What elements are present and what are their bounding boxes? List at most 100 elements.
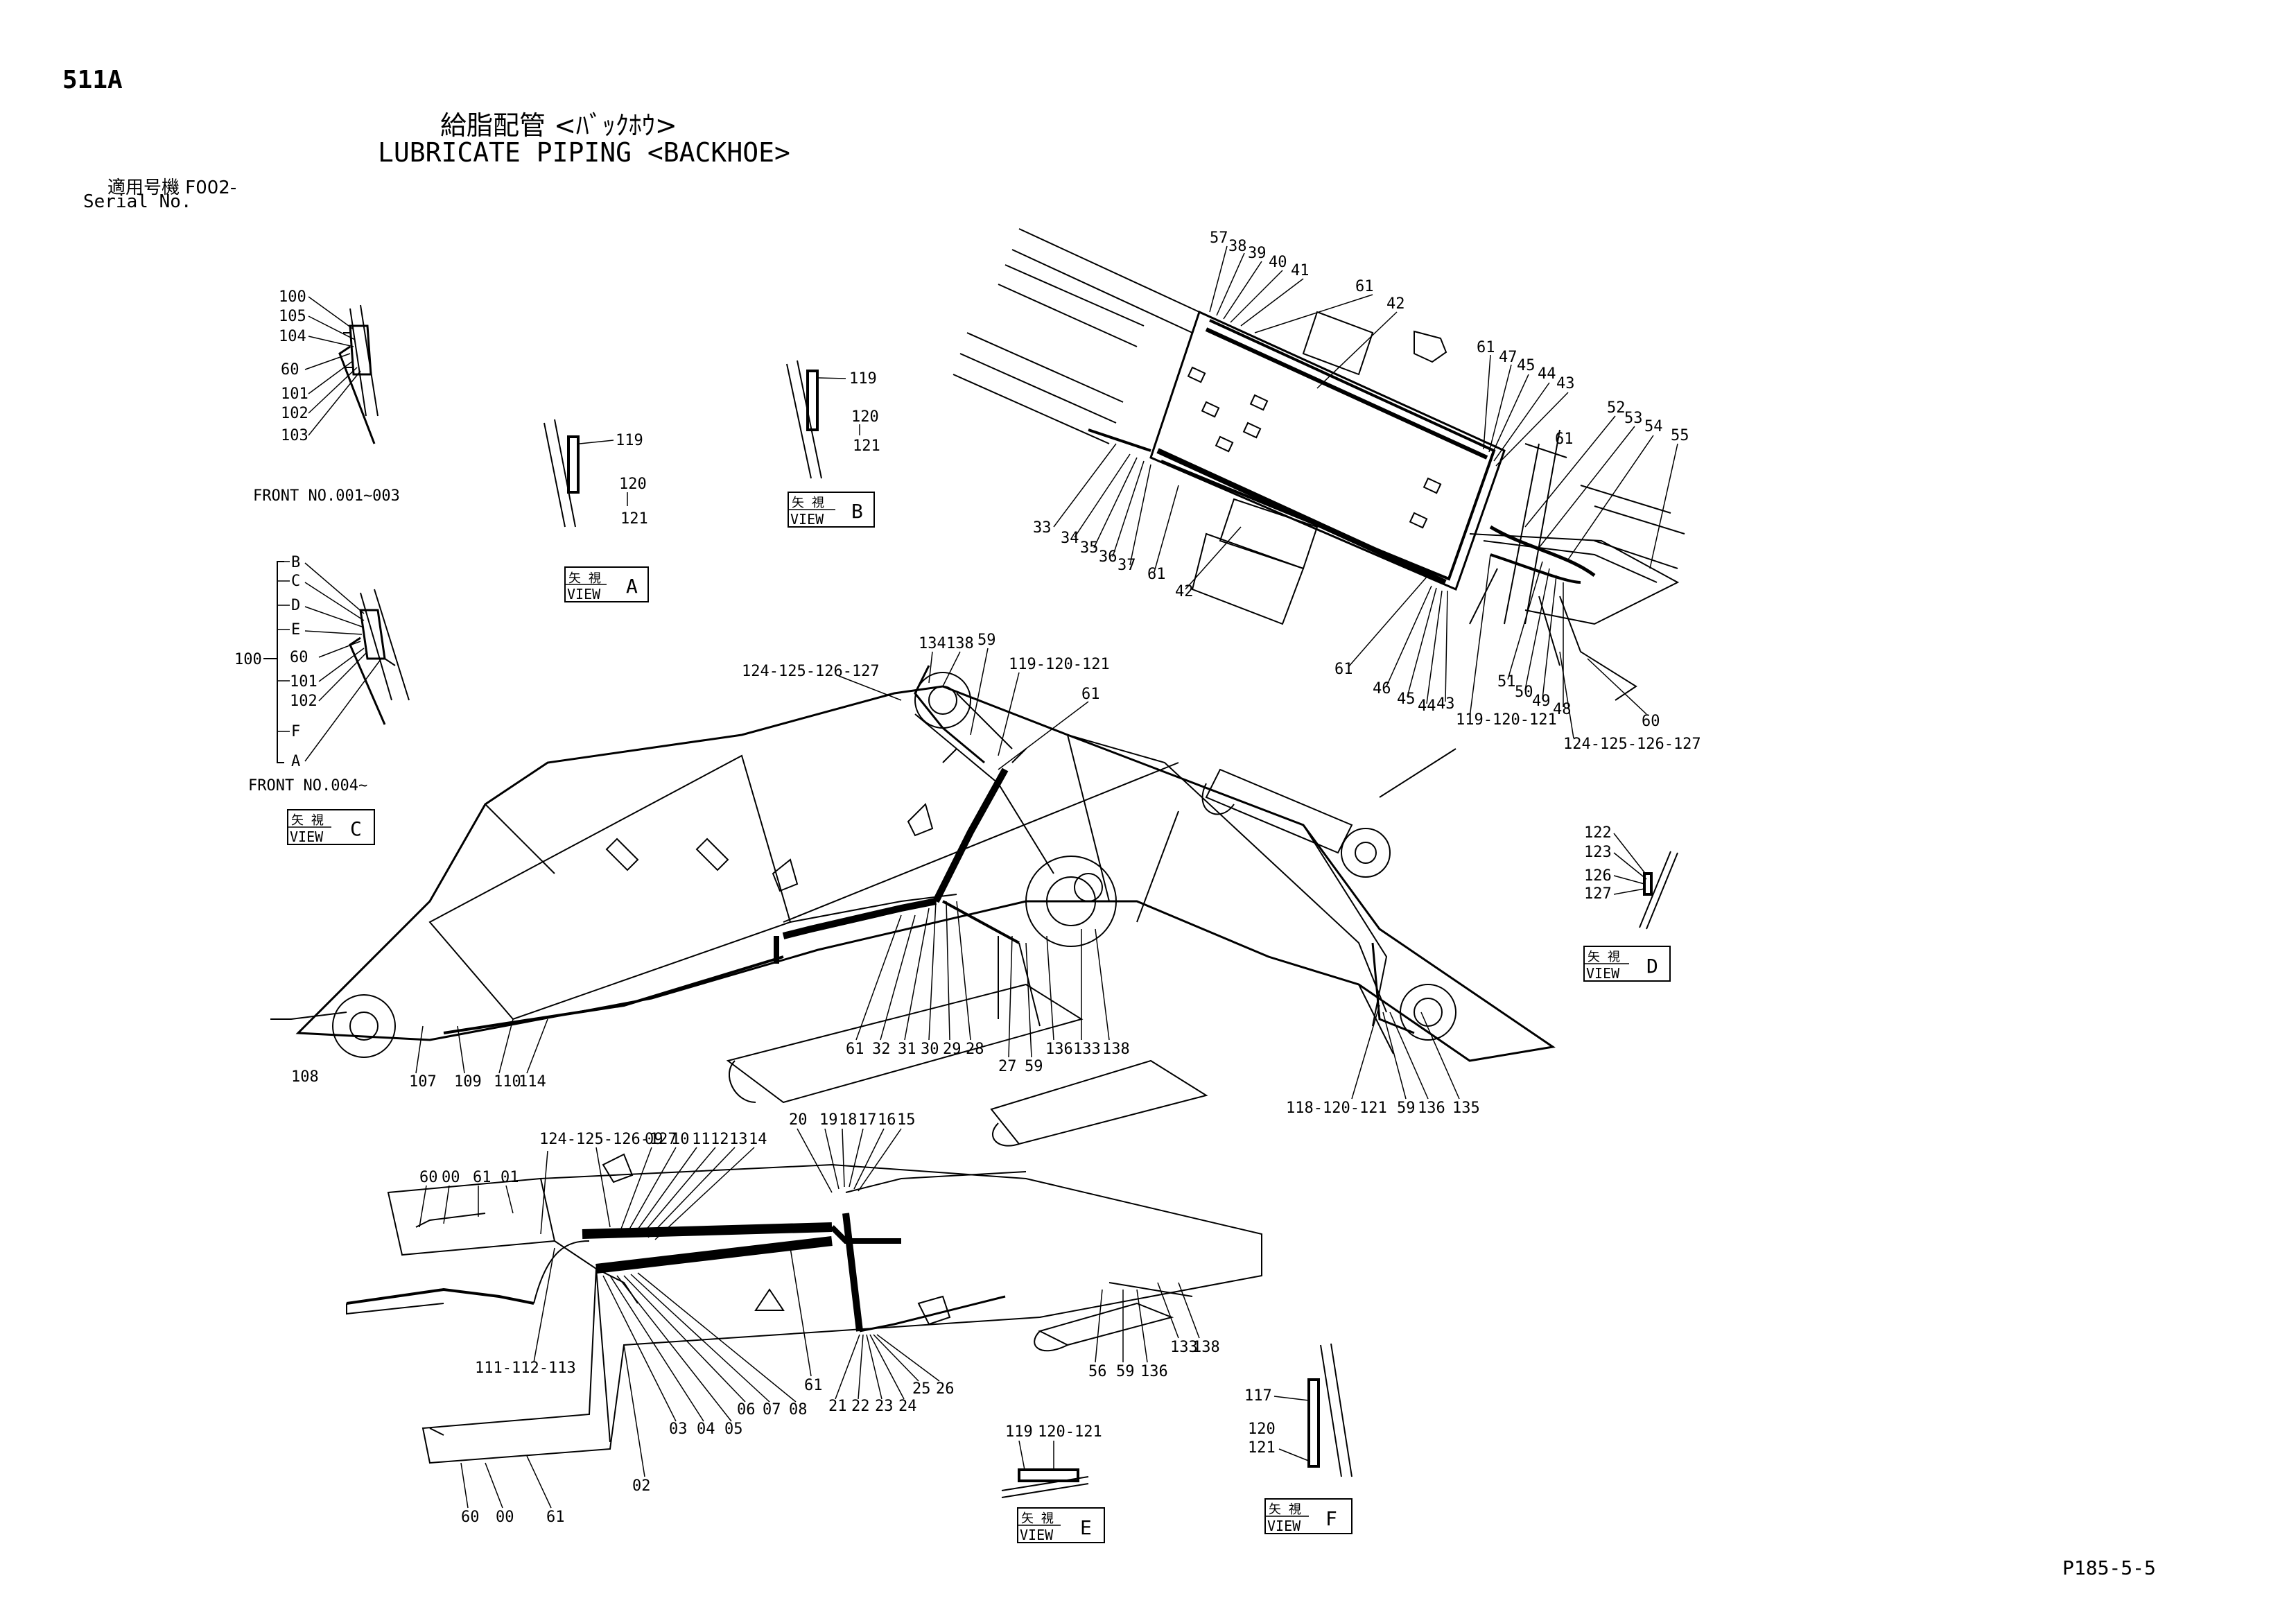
callout: 05 [724, 1421, 743, 1438]
view-marker-jp: 矢 視 [1269, 1502, 1301, 1517]
detail-front-004-labels: B C D E 60 101 102 F A 100 FRONT NO.004~ [234, 554, 382, 795]
callout: 61 [1555, 431, 1574, 448]
callout: 49 [1532, 693, 1551, 710]
title-japanese: 給脂配管 <ﾊﾞｯｸﾎｳ> [440, 110, 677, 141]
callout: B [291, 554, 300, 571]
callout: 122 [1584, 824, 1612, 842]
callout: 42 [1386, 295, 1405, 313]
callout: 37 [1117, 557, 1136, 574]
callout: 126 [1584, 867, 1612, 885]
callout: 136 [1045, 1041, 1073, 1058]
view-marker-jp: 矢 視 [792, 496, 824, 510]
callout: 22 [851, 1398, 870, 1415]
callout: 03 [669, 1421, 688, 1438]
callout: 121 [1248, 1439, 1276, 1457]
callout: 41 [1291, 262, 1310, 279]
view-letter-c: C [350, 817, 362, 840]
callout: 55 [1671, 427, 1689, 444]
callout: D [291, 597, 300, 614]
callout: 26 [936, 1380, 955, 1398]
callout: 134 [919, 635, 946, 652]
title-english: LUBRICATE PIPING <BACKHOE> [378, 137, 790, 168]
callout: 127 [1584, 885, 1612, 903]
callout: 124-125-126-127 [742, 663, 880, 680]
callout: 29 [943, 1041, 962, 1058]
view-marker-jp: 矢 視 [568, 571, 601, 586]
callout: 47 [1499, 349, 1517, 366]
callout: 104 [279, 328, 306, 345]
callout: 124-125-126-127 [539, 1131, 677, 1148]
view-word: VIEW [567, 586, 601, 602]
view-box-c: 矢 視 VIEW C [287, 809, 375, 845]
view-letter-b: B [851, 500, 863, 523]
callout: 133 [1073, 1041, 1101, 1058]
callout: 52 [1607, 399, 1626, 417]
callout: 138 [1192, 1339, 1220, 1356]
detail-front-001-003 [338, 304, 379, 444]
callout: 133 [1170, 1339, 1198, 1356]
callout: E [291, 621, 300, 639]
callout: 11 [692, 1131, 711, 1148]
callout: C [291, 573, 300, 590]
view-a-detail: 119 120 121 [543, 419, 648, 528]
view-box-e: 矢 視 VIEW E [1017, 1507, 1105, 1543]
callout: 101 [281, 385, 308, 403]
callout: 103 [281, 427, 308, 444]
callout: 119 [616, 432, 643, 449]
callout: 117 [1244, 1387, 1272, 1405]
view-word: VIEW [290, 828, 324, 845]
callout: 20 [789, 1111, 808, 1129]
callout: A [291, 753, 300, 770]
callout: 109 [454, 1073, 482, 1091]
callout: 121 [620, 510, 648, 528]
callout: 10 [671, 1131, 690, 1148]
callout: 61 [1477, 339, 1495, 356]
view-letter-a: A [626, 575, 638, 598]
callout: 138 [946, 635, 974, 652]
view-f-detail: 117 120 121 [1244, 1343, 1353, 1477]
view-box-d: 矢 視 VIEW D [1583, 946, 1671, 982]
callout: 12 [711, 1131, 729, 1148]
callout: 61 [1081, 686, 1100, 703]
callout: 101 [290, 673, 318, 691]
view-word: VIEW [1020, 1527, 1054, 1543]
callout: 119 [1005, 1423, 1033, 1441]
callout: 40 [1269, 254, 1287, 271]
base-labels: 124-125-126-127 09 10 11 12 13 14 20 19 … [419, 1111, 1220, 1526]
callout: 60 [1642, 713, 1660, 730]
callout: 15 [897, 1111, 916, 1129]
view-word: VIEW [1267, 1518, 1301, 1534]
callout: 32 [872, 1041, 891, 1058]
callout: 102 [281, 405, 308, 422]
callout: 17 [858, 1111, 877, 1129]
callout: 39 [1248, 245, 1267, 262]
arm-assembly [953, 228, 1685, 798]
callout: 61 [1334, 661, 1353, 678]
callout: 124-125-126-127 [1563, 736, 1701, 753]
callout: 59 [1025, 1058, 1043, 1075]
callout: 44 [1538, 365, 1556, 383]
arm-labels: 57 38 39 40 41 61 42 61 47 45 44 43 52 5… [1033, 229, 1701, 753]
front-note-004: FRONT NO.004~ [248, 777, 367, 795]
callout: 123 [1584, 844, 1612, 861]
callout: 38 [1228, 238, 1247, 255]
callout: 120 [619, 476, 647, 493]
callout: 118-120-121 [1286, 1100, 1387, 1117]
callout: 01 [501, 1169, 519, 1186]
callout: 33 [1033, 519, 1052, 537]
callout: 61 [546, 1509, 565, 1526]
callout: 04 [697, 1421, 715, 1438]
callout: 111-112-113 [475, 1360, 576, 1377]
callout: 24 [898, 1398, 917, 1415]
view-marker-jp: 矢 視 [1021, 1511, 1054, 1526]
view-letter-d: D [1646, 955, 1658, 978]
callout: 19 [819, 1111, 838, 1129]
callout: 43 [1556, 375, 1575, 392]
base-assembly [346, 1059, 1262, 1464]
serial-label-english: Serial No. [83, 191, 192, 212]
view-letter-f: F [1325, 1507, 1337, 1530]
callout: 34 [1061, 530, 1079, 547]
callout: 30 [921, 1041, 939, 1058]
callout: 119-120-121 [1009, 656, 1110, 673]
